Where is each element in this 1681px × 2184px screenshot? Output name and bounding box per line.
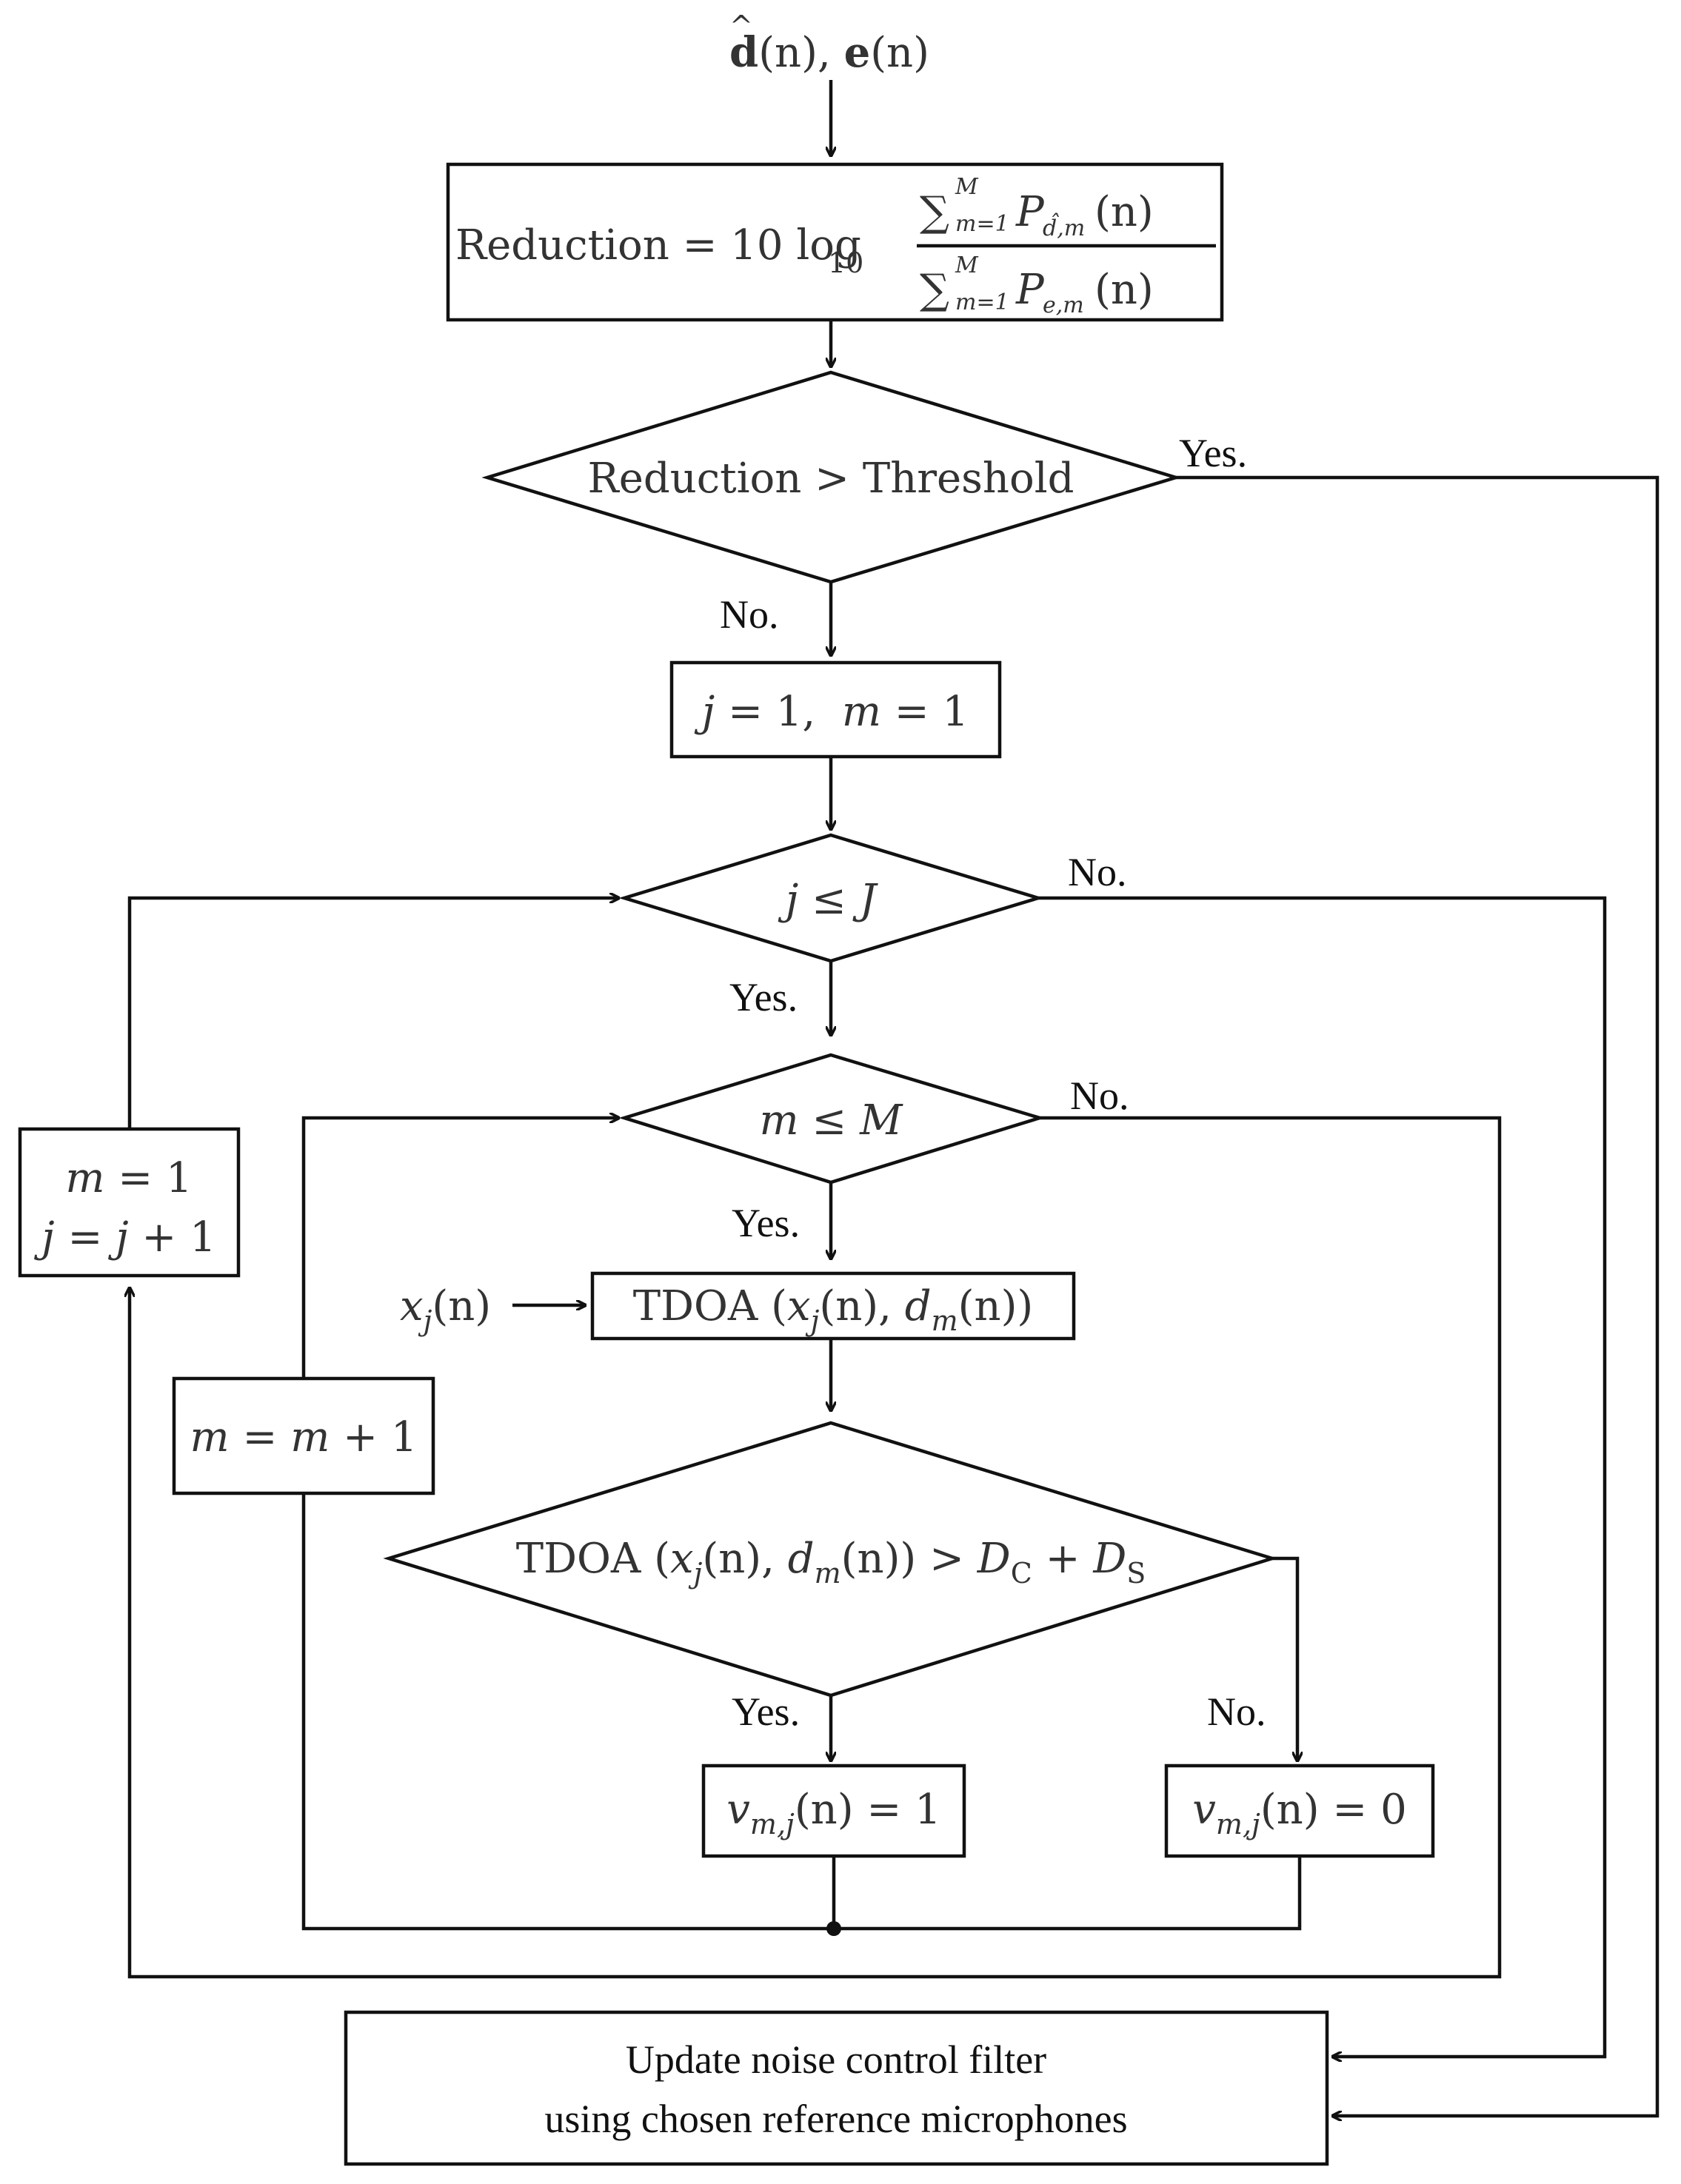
reduction-box: Reduction = 10 log 10 ∑ M m=1 P d̂,m (n)…	[446, 162, 1224, 322]
input-signals-label: d(n), e(n) ^	[729, 10, 929, 77]
m-decision-no-label: No.	[1070, 1073, 1129, 1118]
svg-text:TDOA (xj(n), dm(n)): TDOA (xj(n), dm(n))	[633, 1282, 1034, 1337]
log-base: 10	[828, 247, 863, 279]
svg-text:M: M	[955, 252, 979, 278]
v0-box: vm,j(n) = 0	[1164, 1763, 1435, 1858]
svg-text:m = m + 1: m = m + 1	[190, 1413, 418, 1461]
svg-text:using chosen reference microph: using chosen reference microphones	[544, 2097, 1127, 2141]
svg-text:TDOA (xj(n), dm(n)) > DC + DS: TDOA (xj(n), dm(n)) > DC + DS	[516, 1535, 1146, 1590]
j-decision-yes-label: Yes.	[729, 975, 798, 1019]
hat-mark: ^	[729, 10, 753, 42]
arrow-m-no-to-reset	[130, 1116, 1502, 1979]
svg-text:m ≤ M: m ≤ M	[760, 1096, 904, 1145]
svg-text:P: P	[1015, 188, 1045, 236]
update-box: Update noise control filter using chosen…	[344, 2010, 1329, 2166]
svg-text:vm,j(n) = 1: vm,j(n) = 1	[726, 1786, 940, 1840]
tdoa-box: TDOA (xj(n), dm(n))	[590, 1271, 1076, 1341]
tdoa-decision-no-label: No.	[1207, 1689, 1266, 1734]
arrow-tdoa-no-to-v0	[1272, 1556, 1297, 1761]
svg-text:Update noise control filter: Update noise control filter	[626, 2037, 1046, 2082]
numerator-sum: ∑	[920, 188, 949, 236]
svg-text:(n): (n)	[1095, 188, 1154, 236]
m-decision-yes-label: Yes.	[732, 1201, 800, 1245]
threshold-decision: Reduction > Threshold	[481, 370, 1182, 584]
svg-text:m=1: m=1	[955, 289, 1009, 315]
increment-box: m = m + 1	[172, 1376, 435, 1495]
threshold-no-label: No.	[720, 592, 779, 637]
reset-box: m = 1 j = j + 1	[18, 1127, 241, 1278]
arrow-reset-to-j-decision	[127, 898, 618, 1129]
svg-text:vm,j(n) = 0: vm,j(n) = 0	[1192, 1786, 1406, 1840]
init-box: j = 1, m = 1	[669, 660, 1002, 759]
line-v0-down-merge	[834, 1856, 1302, 1931]
svg-text:d(n), e(n): d(n), e(n)	[729, 28, 929, 77]
denominator-sum: ∑	[920, 266, 949, 314]
v1-box: vm,j(n) = 1	[701, 1763, 966, 1858]
threshold-yes-label: Yes.	[1179, 431, 1247, 475]
arrow-threshold-yes-to-update	[1176, 475, 1660, 2116]
svg-text:d̂,m: d̂,m	[1043, 212, 1085, 241]
svg-text:j = 1, m = 1: j = 1, m = 1	[694, 688, 969, 736]
line-merge-to-increment	[301, 1493, 834, 1931]
svg-text:xj(n): xj(n)	[400, 1282, 491, 1337]
svg-text:Reduction = 10 log: Reduction = 10 log	[455, 221, 861, 269]
tdoa-decision-yes-label: Yes.	[732, 1689, 800, 1734]
svg-text:m=1: m=1	[955, 211, 1009, 237]
svg-text:(n): (n)	[1095, 266, 1154, 314]
svg-text:M: M	[955, 174, 979, 200]
j-decision-no-label: No.	[1068, 850, 1127, 894]
input-signal-label: xj(n)	[400, 1282, 491, 1337]
m-decision: m ≤ M	[618, 1053, 1046, 1185]
svg-text:j = j + 1: j = j + 1	[33, 1213, 215, 1262]
tdoa-decision: TDOA (xj(n), dm(n)) > DC + DS	[383, 1421, 1278, 1698]
svg-text:m = 1: m = 1	[65, 1154, 192, 1202]
arrow-j-no-to-update	[1038, 896, 1607, 2057]
arrow-increment-to-m-decision	[301, 1118, 618, 1379]
svg-text:e,m: e,m	[1043, 292, 1084, 318]
j-decision: j ≤ J	[618, 833, 1044, 963]
svg-text:Reduction > Threshold: Reduction > Threshold	[588, 455, 1075, 503]
svg-text:j ≤ J: j ≤ J	[778, 876, 879, 924]
svg-text:P: P	[1015, 266, 1045, 314]
